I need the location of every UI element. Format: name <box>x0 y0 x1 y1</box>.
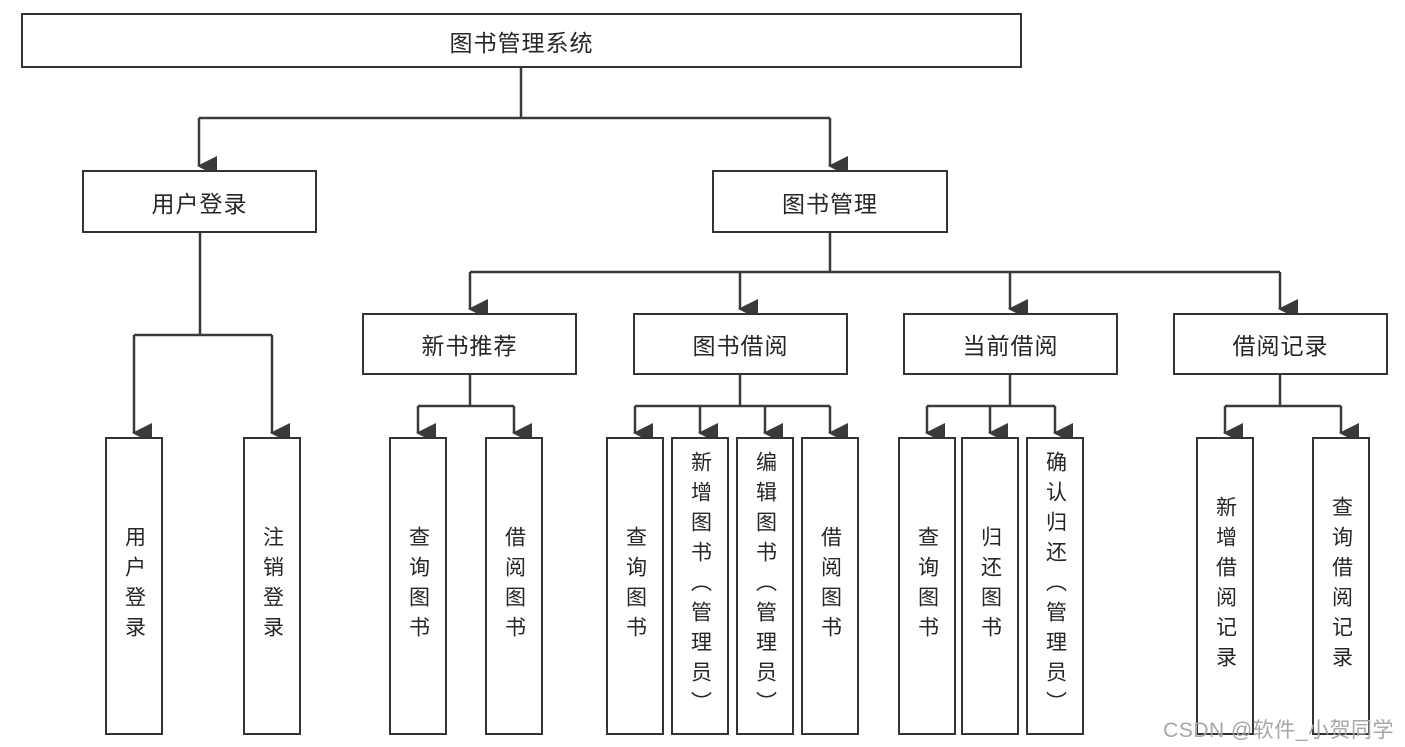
leaf-label: 用户登录 <box>122 526 146 646</box>
leaf-add-book-admin: 新增图书（管理员） <box>671 437 729 735</box>
node-new-book-recommend: 新书推荐 <box>362 313 577 375</box>
node-user-login: 用户登录 <box>82 170 317 233</box>
node-current-borrow: 当前借阅 <box>903 313 1118 375</box>
node-label: 图书借阅 <box>692 333 789 359</box>
leaf-label: 查询借阅记录 <box>1329 496 1353 676</box>
leaf-label: 查询图书 <box>406 526 430 646</box>
leaf-confirm-return-admin: 确认归还（管理员） <box>1026 437 1084 735</box>
leaf-label: 编辑图书（管理员） <box>753 451 777 721</box>
csdn-watermark: CSDN @软件_小贺同学 <box>1163 719 1394 742</box>
leaf-return-book: 归还图书 <box>961 437 1019 735</box>
leaf-logout: 注销登录 <box>243 437 301 735</box>
leaf-query-book-current: 查询图书 <box>898 437 956 735</box>
leaf-label: 确认归还（管理员） <box>1043 451 1067 721</box>
leaf-query-book-recommend: 查询图书 <box>389 437 447 735</box>
leaf-label: 查询图书 <box>915 526 939 646</box>
leaf-label: 新增图书（管理员） <box>688 451 712 721</box>
leaf-borrow-book: 借阅图书 <box>801 437 859 735</box>
leaf-user-login: 用户登录 <box>105 437 163 735</box>
node-label: 图书管理系统 <box>449 29 594 56</box>
node-root-system: 图书管理系统 <box>21 13 1022 68</box>
node-label: 新书推荐 <box>421 333 518 359</box>
node-book-management: 图书管理 <box>712 170 948 233</box>
leaf-label: 注销登录 <box>260 526 284 646</box>
node-label: 用户登录 <box>151 190 248 217</box>
leaf-query-borrow-record: 查询借阅记录 <box>1312 437 1370 735</box>
leaf-edit-book-admin: 编辑图书（管理员） <box>736 437 794 735</box>
leaf-label: 借阅图书 <box>818 526 842 646</box>
leaf-borrow-book-recommend: 借阅图书 <box>485 437 543 735</box>
node-label: 图书管理 <box>782 190 878 217</box>
leaf-add-borrow-record: 新增借阅记录 <box>1196 437 1254 735</box>
leaf-label: 查询图书 <box>623 526 647 646</box>
node-borrow-records: 借阅记录 <box>1173 313 1388 375</box>
node-label: 当前借阅 <box>962 333 1059 359</box>
leaf-label: 归还图书 <box>978 526 1002 646</box>
node-label: 借阅记录 <box>1232 333 1329 359</box>
node-book-borrow: 图书借阅 <box>633 313 848 375</box>
leaf-label: 借阅图书 <box>502 526 526 646</box>
leaf-label: 新增借阅记录 <box>1213 496 1237 676</box>
leaf-query-book-borrow: 查询图书 <box>606 437 664 735</box>
